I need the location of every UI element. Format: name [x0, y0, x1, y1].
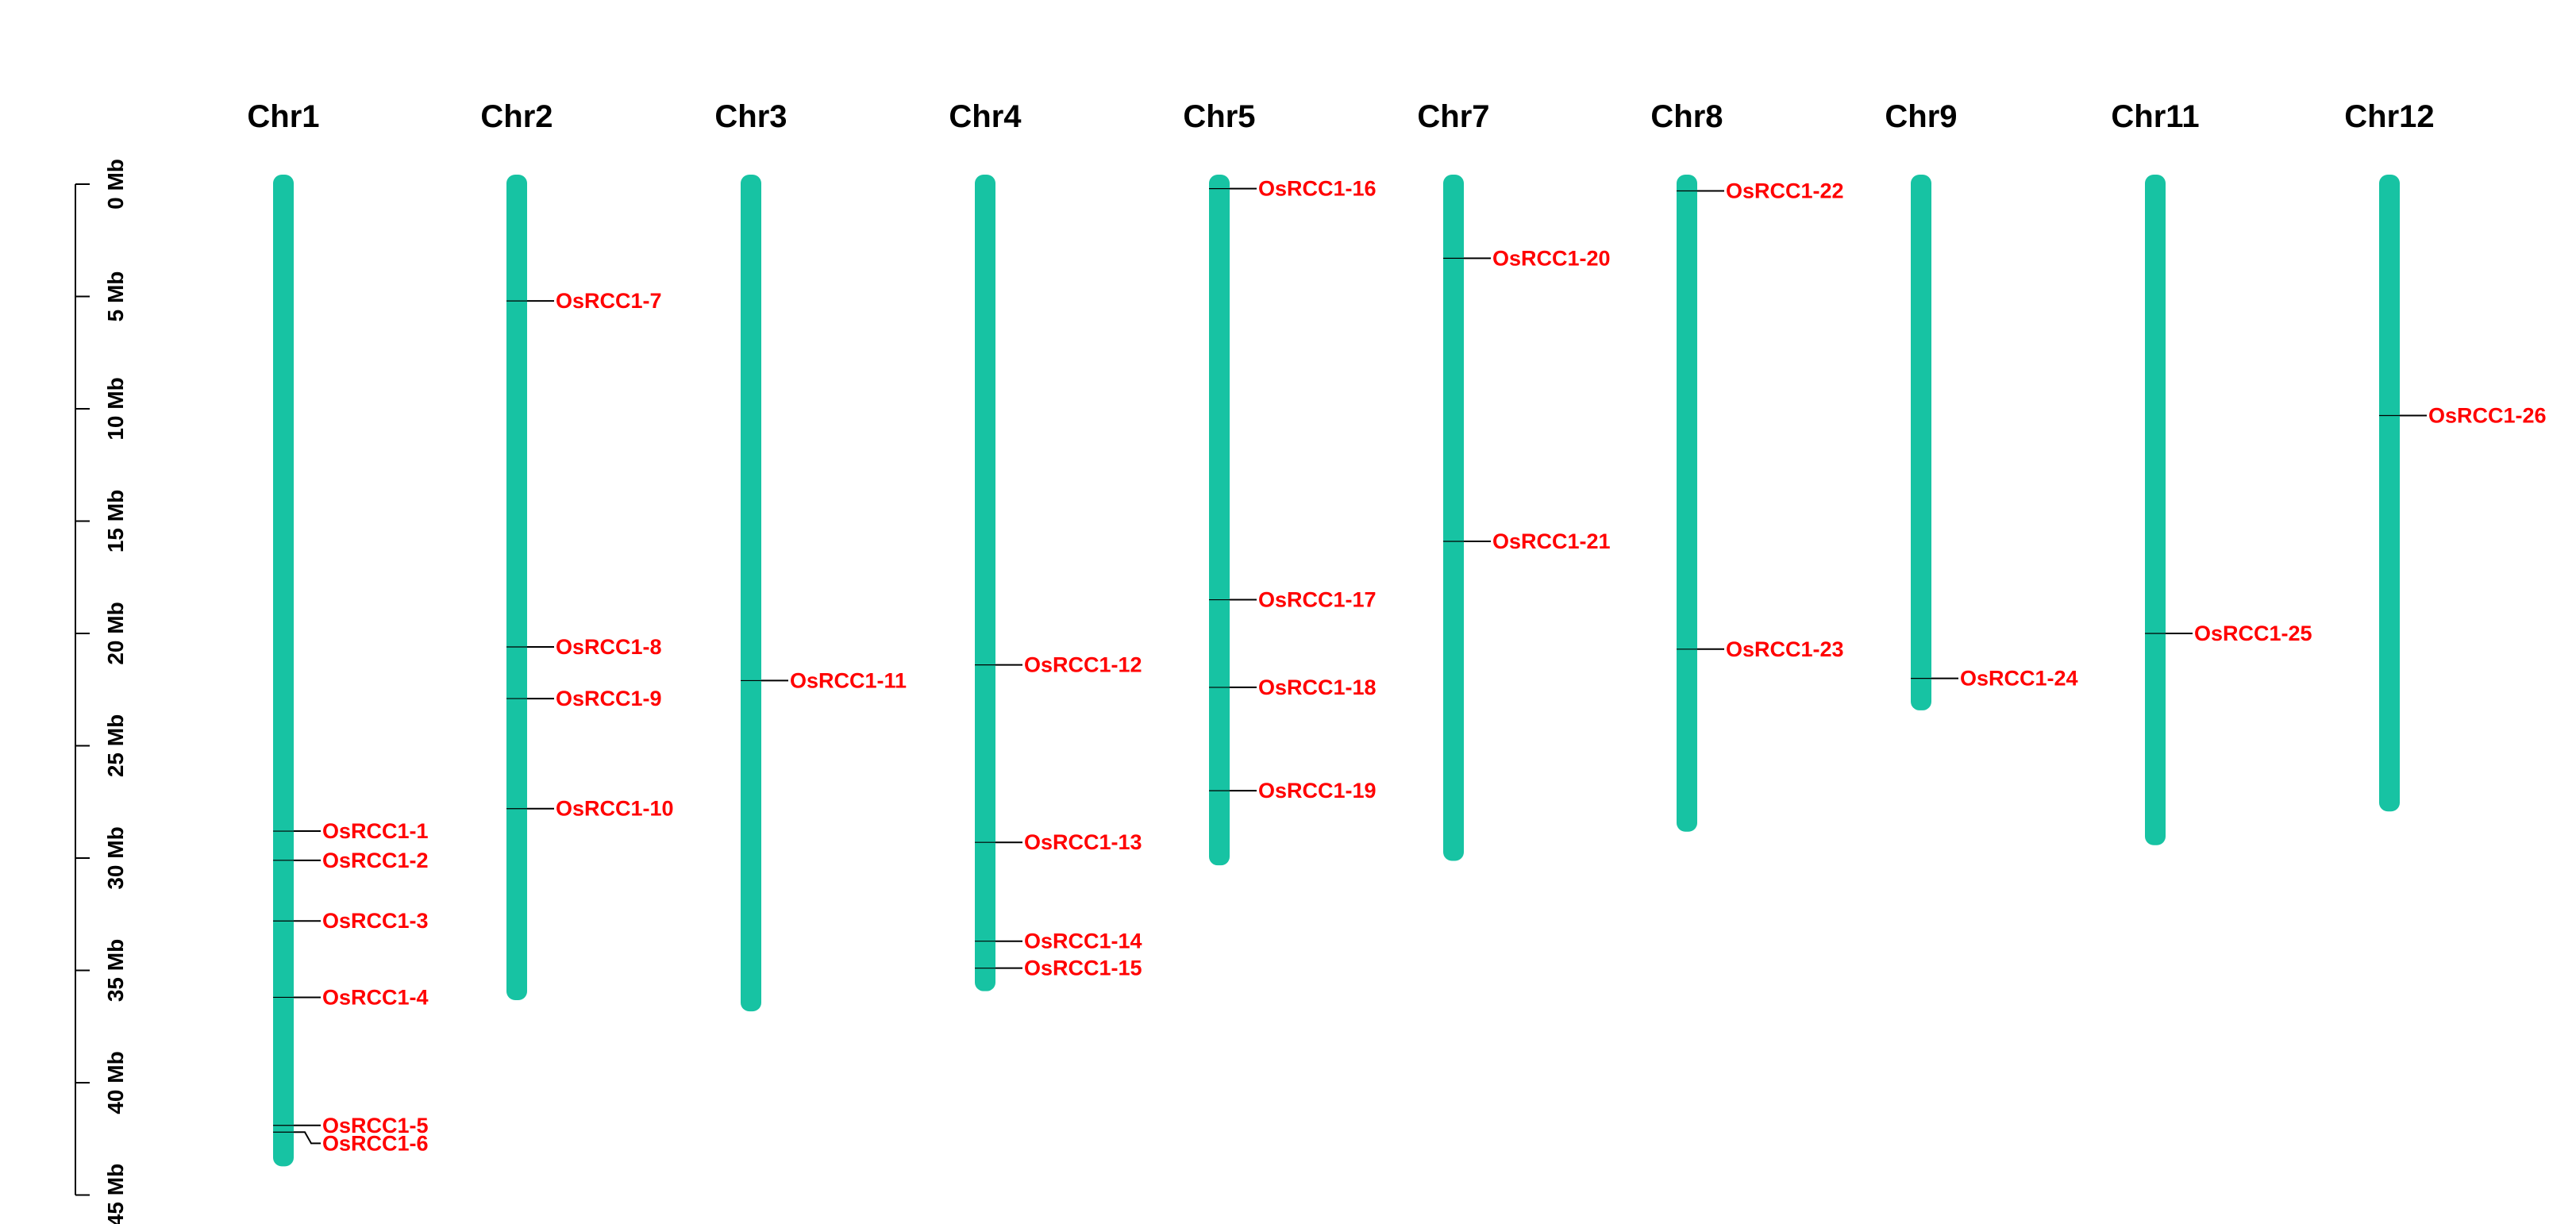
- chromosome-bar-chr4: [975, 175, 995, 991]
- gene-label: OsRCC1-18: [1258, 676, 1377, 699]
- scale-tick-label: 10 Mb: [103, 377, 128, 440]
- gene-label: OsRCC1-2: [322, 849, 429, 872]
- gene-label: OsRCC1-22: [1726, 179, 1844, 202]
- chromosome-bar-chr12: [2379, 175, 2400, 812]
- gene-label: OsRCC1-11: [790, 668, 907, 692]
- chromosome-bar-chr1: [273, 175, 294, 1167]
- gene-label: OsRCC1-5: [322, 1114, 429, 1137]
- gene-label: OsRCC1-1: [322, 819, 429, 843]
- gene-label: OsRCC1-21: [1492, 529, 1611, 553]
- scale-tick-label: 20 Mb: [103, 602, 128, 664]
- scale-tick-label: 40 Mb: [103, 1051, 128, 1114]
- chromosome-title-chr9: Chr9: [1885, 99, 1957, 134]
- gene-label: OsRCC1-13: [1024, 830, 1142, 854]
- gene-label: OsRCC1-26: [2428, 403, 2547, 427]
- scale-tick-label: 5 Mb: [103, 271, 128, 322]
- chromosome-bar-chr7: [1443, 175, 1464, 861]
- gene-label: OsRCC1-12: [1024, 653, 1142, 677]
- chromosome-title-chr2: Chr2: [480, 99, 553, 134]
- gene-label: OsRCC1-25: [2194, 622, 2312, 645]
- scale-tick-label: 15 Mb: [103, 490, 128, 552]
- gene-label: OsRCC1-20: [1492, 246, 1611, 270]
- chromosome-title-chr11: Chr11: [2111, 99, 2199, 134]
- gene-label: OsRCC1-4: [322, 985, 429, 1009]
- gene-label: OsRCC1-16: [1258, 177, 1377, 201]
- gene-label: OsRCC1-15: [1024, 956, 1142, 980]
- chromosome-title-chr12: Chr12: [2344, 99, 2434, 134]
- gene-label: OsRCC1-24: [1960, 667, 2078, 691]
- gene-label: OsRCC1-23: [1726, 637, 1844, 661]
- chromosome-title-chr4: Chr4: [949, 99, 1022, 134]
- scale-tick-label: 45 Mb: [103, 1164, 128, 1224]
- gene-label: OsRCC1-10: [556, 797, 674, 821]
- gene-label: OsRCC1-7: [556, 289, 662, 313]
- chromosome-chr1: Chr1OsRCC1-1OsRCC1-2OsRCC1-3OsRCC1-4OsRC…: [247, 99, 429, 1167]
- gene-label: OsRCC1-8: [556, 635, 662, 659]
- chromosome-bar-chr3: [741, 175, 761, 1012]
- scale-tick-label: 30 Mb: [103, 826, 128, 889]
- chromosome-bar-chr11: [2145, 175, 2166, 845]
- gene-label: OsRCC1-9: [556, 687, 662, 710]
- gene-label: OsRCC1-19: [1258, 779, 1377, 803]
- scale-axis: 0 Mb 5 Mb 10 Mb 15 Mb 20 Mb 25 Mb 30 Mb 35 Mb 40…: [75, 159, 128, 1224]
- chromosome-bar-chr8: [1677, 175, 1697, 832]
- chromosome-bar-chr9: [1911, 175, 1931, 710]
- gene-label: OsRCC1-3: [322, 909, 429, 933]
- scale-tick-label: 0 Mb: [103, 159, 128, 210]
- chromosome-title-chr3: Chr3: [714, 99, 787, 134]
- chromosome-title-chr8: Chr8: [1650, 99, 1723, 134]
- chromosome-title-chr7: Chr7: [1417, 99, 1489, 134]
- scale-tick-label: 25 Mb: [103, 714, 128, 777]
- chromosome-title-chr1: Chr1: [247, 99, 319, 134]
- gene-label: OsRCC1-14: [1024, 930, 1142, 953]
- chromosome-bar-chr5: [1209, 175, 1230, 866]
- gene-label: OsRCC1-17: [1258, 588, 1377, 612]
- chromosome-bar-chr2: [506, 175, 527, 1000]
- chromosome-set: Chr1OsRCC1-1OsRCC1-2OsRCC1-3OsRCC1-4OsRC…: [247, 99, 2547, 1167]
- scale-tick-label: 35 Mb: [103, 939, 128, 1002]
- chromosome-title-chr5: Chr5: [1183, 99, 1255, 134]
- gene-leader-line: [294, 1131, 321, 1145]
- gene-label: OsRCC1-6: [322, 1131, 429, 1155]
